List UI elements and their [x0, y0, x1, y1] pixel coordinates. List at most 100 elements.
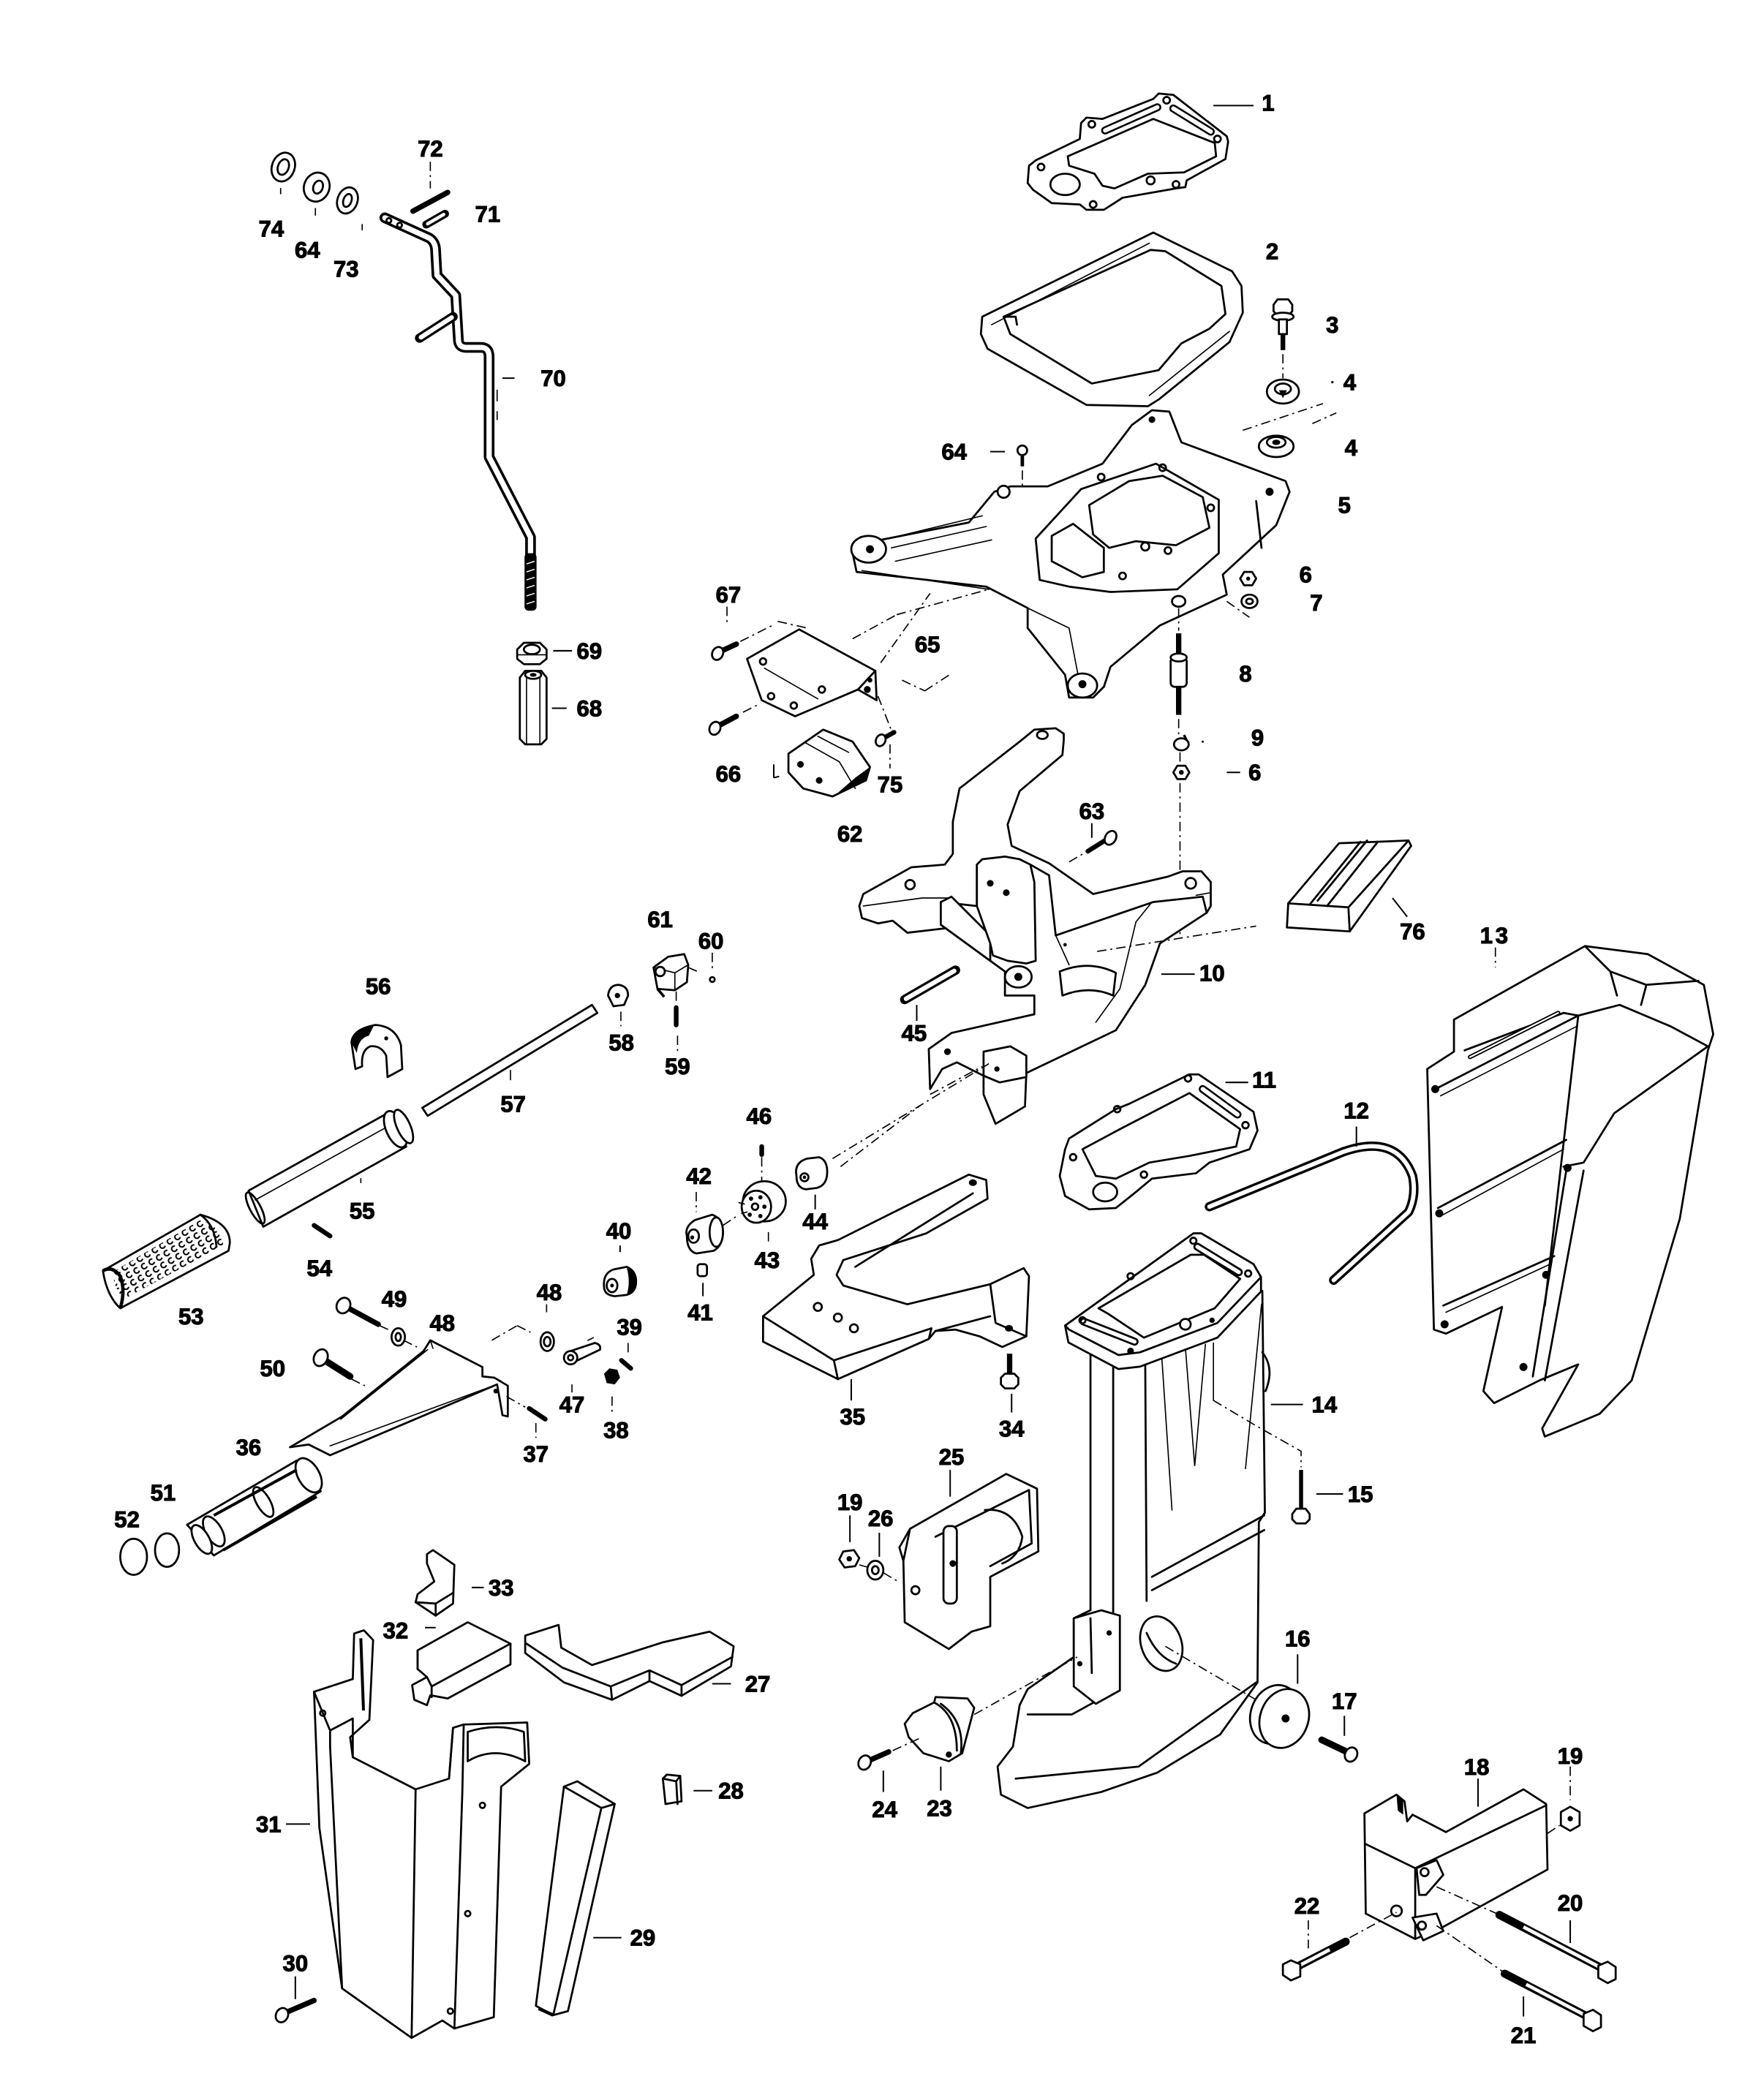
- callout-4-lower: 4: [1345, 435, 1358, 461]
- part-6-nut-lower: [1172, 764, 1240, 936]
- callout-66: 66: [716, 761, 742, 787]
- callout-2: 2: [1266, 239, 1278, 265]
- callout-23: 23: [927, 1795, 952, 1821]
- callout-19-left: 19: [837, 1490, 863, 1515]
- callout-15: 15: [1348, 1482, 1373, 1507]
- part-36-shift-arm: [186, 1325, 531, 1557]
- part-47-link: [562, 1337, 602, 1393]
- callout-54: 54: [306, 1256, 332, 1281]
- callout-37: 37: [523, 1441, 549, 1467]
- callout-53: 53: [178, 1304, 204, 1329]
- part-9-lockwasher: [1172, 734, 1205, 765]
- callout-43: 43: [755, 1248, 780, 1273]
- callout-7: 7: [1310, 590, 1322, 616]
- part-57-rod: [421, 1003, 599, 1117]
- part-24-screw: [857, 1736, 923, 1792]
- part-12-hose: [1205, 1126, 1419, 1286]
- part-38-nut: [603, 1368, 620, 1414]
- callout-28: 28: [718, 1778, 744, 1804]
- part-73-washer: [336, 186, 363, 231]
- callout-29: 29: [630, 1925, 656, 1951]
- callout-6-upper: 6: [1300, 562, 1312, 588]
- part-21-bolt: [1436, 1925, 1602, 2033]
- part-8-stud: [1169, 608, 1188, 736]
- part-64-washer-left: [302, 171, 331, 216]
- part-69-nut: [516, 641, 573, 665]
- part-40-sleeve: [603, 1245, 638, 1297]
- part-33-block: [414, 1549, 484, 1617]
- callout-46: 46: [747, 1103, 772, 1129]
- part-6-nut-upper: [1239, 570, 1258, 586]
- part-52-ring: [119, 1537, 148, 1576]
- part-45-pin: [900, 965, 960, 1022]
- callout-55: 55: [350, 1199, 375, 1224]
- callout-70: 70: [540, 366, 566, 391]
- callout-48-left: 48: [430, 1310, 456, 1336]
- callout-18: 18: [1464, 1754, 1490, 1780]
- part-7-washer: [1240, 593, 1259, 609]
- callout-47: 47: [559, 1392, 585, 1418]
- part-4-grommet-lower: [1243, 403, 1337, 459]
- part-72-pin: [410, 162, 451, 214]
- part-13-lower-cover: [1426, 945, 1714, 1438]
- part-32-block: [411, 1621, 512, 1707]
- part-16-bumper: [1164, 1645, 1311, 1749]
- callout-9: 9: [1251, 725, 1264, 751]
- part-10-swivel-bracket: [927, 855, 1256, 1125]
- part-4-grommet-upper: [1265, 378, 1334, 405]
- part-71-pin: [422, 209, 449, 229]
- part-30-screw: [274, 1976, 317, 2023]
- part-70-shift-rod: [379, 212, 537, 611]
- part-54-pin: [312, 1223, 333, 1239]
- callout-1: 1: [1262, 91, 1274, 116]
- callout-63: 63: [1079, 799, 1105, 824]
- part-19-nut-left: [838, 1515, 861, 1569]
- part-18-bracket: [1363, 1778, 1549, 1942]
- callout-39: 39: [617, 1315, 642, 1340]
- callout-51: 51: [151, 1480, 176, 1506]
- callout-5: 5: [1338, 493, 1351, 518]
- part-76-pad: [1286, 839, 1412, 933]
- part-48-washer-left: [391, 1327, 418, 1348]
- callout-49: 49: [382, 1286, 407, 1312]
- callout-27: 27: [745, 1671, 771, 1697]
- part-43-connector: [738, 1180, 787, 1243]
- part-61-block: [652, 953, 698, 998]
- part-59-pin: [674, 991, 679, 1053]
- part-67-screws: [708, 606, 807, 736]
- callout-11: 11: [1252, 1067, 1276, 1093]
- callout-20: 20: [1558, 1890, 1583, 1916]
- part-75-screw: [875, 730, 897, 769]
- callout-73: 73: [333, 256, 359, 282]
- part-56-clip: [350, 1024, 404, 1079]
- callout-45: 45: [902, 1021, 927, 1046]
- callout-76: 76: [1400, 919, 1425, 945]
- callout-68: 68: [577, 695, 603, 721]
- part-63-screw: [1068, 823, 1117, 863]
- callout-41: 41: [687, 1299, 713, 1325]
- part-58-nut: [607, 984, 630, 1027]
- callout-16: 16: [1285, 1626, 1311, 1651]
- callout-50: 50: [260, 1356, 285, 1381]
- part-17-screw: [1318, 1716, 1359, 1763]
- callout-61: 61: [647, 907, 673, 932]
- callout-8: 8: [1239, 661, 1251, 687]
- callout-44: 44: [802, 1209, 828, 1234]
- callout-71: 71: [475, 201, 501, 227]
- part-65-bracket: [746, 589, 990, 734]
- part-22-bolt: [1281, 1912, 1397, 1982]
- callout-35: 35: [840, 1404, 866, 1430]
- callout-31: 31: [256, 1811, 282, 1837]
- part-66-rubber-mount: [772, 728, 871, 798]
- callout-60: 60: [698, 928, 724, 954]
- callout-34: 34: [999, 1416, 1025, 1441]
- part-68-coupler: [519, 669, 567, 746]
- part-50-screw: [312, 1348, 366, 1386]
- part-49-screw: [335, 1297, 392, 1332]
- callout-10: 10: [1199, 960, 1225, 986]
- callout-65: 65: [915, 632, 941, 657]
- part-44-bushing: [795, 1063, 990, 1210]
- part-74-washer: [270, 151, 296, 195]
- part-23-water-intake: [903, 1656, 1078, 1791]
- part-25-cover: [898, 1470, 1040, 1650]
